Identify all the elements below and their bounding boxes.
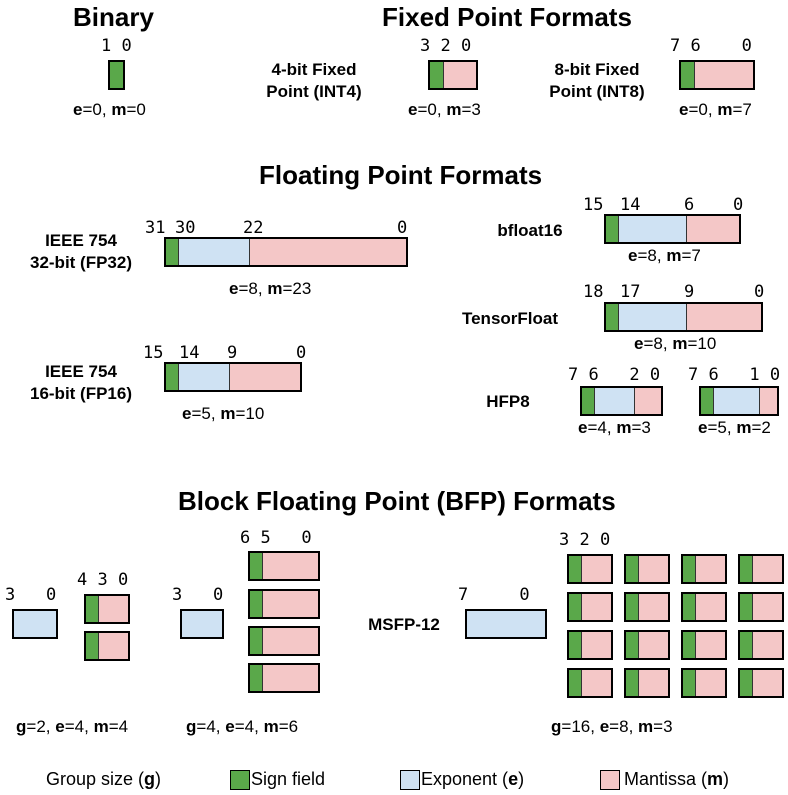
msfp12-mantissa <box>567 554 613 584</box>
msfp12-mantissa <box>738 592 784 622</box>
msfp12-mantissa <box>624 630 670 660</box>
fp32-bit-30: 30 <box>175 218 196 238</box>
hfp8-b-field <box>699 386 779 416</box>
tf32-bit-17: 17 <box>620 282 641 302</box>
fp32-bit-31: 31 <box>145 218 166 238</box>
fp16-caption: e=5, m=10 <box>182 404 265 423</box>
hfp8-b-bit-indices: 7 6 1 0 <box>688 365 781 385</box>
bfp-g4-mantissa <box>248 663 320 693</box>
msfp12-mantissa <box>567 630 613 660</box>
fp32-field <box>164 237 408 267</box>
fp16-bit-9: 9 <box>227 343 238 363</box>
msfp12-man-bit-indices: 3 2 0 <box>559 530 611 550</box>
hfp8-a-field <box>580 386 663 416</box>
bfloat16-label: bfloat16 <box>497 221 563 240</box>
legend-exponent-swatch <box>400 770 420 790</box>
msfp12-mantissa <box>738 554 784 584</box>
bfp-g2-mantissa <box>84 631 130 661</box>
msfp12-mantissa <box>681 554 727 584</box>
msfp12-mantissa <box>624 668 670 698</box>
bfloat16-bit-6: 6 <box>684 195 695 215</box>
hfp8-label: HFP8 <box>486 392 530 411</box>
fp16-bit-15: 15 <box>143 343 164 363</box>
legend-exponent-label: Exponent (e) <box>421 769 525 789</box>
legend-mantissa-label: Mantissa (m) <box>624 769 730 789</box>
legend-mantissa-swatch <box>600 770 620 790</box>
int8-caption: e=0, m=7 <box>679 100 752 119</box>
fp32-bit-0: 0 <box>397 218 408 238</box>
tf32-bit-9: 9 <box>684 282 695 302</box>
msfp12-mantissa <box>681 592 727 622</box>
bfp-g4-man-bit-indices: 6 5 0 <box>240 528 312 548</box>
fp32-bit-22: 22 <box>243 218 264 238</box>
bfp-g4-caption: g=4, e=4, m=6 <box>186 717 299 736</box>
int8-field <box>679 60 755 90</box>
msfp12-mantissa <box>738 630 784 660</box>
fp16-bit-14: 14 <box>179 343 200 363</box>
legend-sign-label: Sign field <box>251 769 326 789</box>
msfp12-mantissa <box>624 592 670 622</box>
msfp12-shared-exponent <box>465 609 547 639</box>
bfp-g4-exp-bit-indices: 3 0 <box>172 585 224 605</box>
bfloat16-bit-0: 0 <box>733 195 744 215</box>
bfp-g4-shared-exponent <box>180 609 224 639</box>
msfp12-mantissa <box>738 668 784 698</box>
legend-group-size: Group size (g) <box>46 769 162 789</box>
tf32-bit-0: 0 <box>754 282 765 302</box>
bfp-g4-mantissa <box>248 551 320 581</box>
int8-bit-indices: 7 6 0 <box>670 36 752 56</box>
title-binary: Binary <box>73 2 154 32</box>
bfp-g2-exp-bit-indices: 3 0 <box>5 585 57 605</box>
msfp12-mantissa <box>624 554 670 584</box>
msfp12-mantissa <box>567 592 613 622</box>
hfp8-a-caption: e=4, m=3 <box>578 418 651 437</box>
fp32-caption: e=8, m=23 <box>229 279 312 298</box>
hfp8-a-bit-indices: 7 6 2 0 <box>568 365 661 385</box>
msfp12-label: MSFP-12 <box>368 615 440 634</box>
bfp-g2-mantissa <box>84 594 130 624</box>
int4-caption: e=0, m=3 <box>408 100 481 119</box>
binary-caption: e=0, m=0 <box>73 100 146 119</box>
tensorfloat-field <box>604 302 763 332</box>
tf32-bit-18: 18 <box>583 282 604 302</box>
int4-bit-indices: 3 2 0 <box>420 36 472 56</box>
msfp12-mantissa <box>567 668 613 698</box>
fp16-field <box>164 362 302 392</box>
msfp12-mantissa <box>681 668 727 698</box>
binary-field <box>108 60 125 90</box>
bfp-g4-mantissa <box>248 626 320 656</box>
fp16-bit-0: 0 <box>296 343 307 363</box>
hfp8-b-caption: e=5, m=2 <box>698 418 771 437</box>
bfloat16-bit-15: 15 <box>583 195 604 215</box>
tensorfloat-label: TensorFloat <box>461 309 559 328</box>
msfp12-exp-bit-indices: 7 0 <box>458 585 530 605</box>
title-fixed-point: Fixed Point Formats <box>382 2 632 32</box>
legend-sign-swatch <box>230 770 250 790</box>
tensorfloat-caption: e=8, m=10 <box>634 334 717 353</box>
bfp-g4-mantissa <box>248 589 320 619</box>
bfloat16-bit-14: 14 <box>620 195 641 215</box>
bfloat16-field <box>604 214 741 244</box>
bfp-g2-caption: g=2, e=4, m=4 <box>16 717 129 736</box>
binary-bit-indices: 1 0 <box>101 36 132 56</box>
bfloat16-caption: e=8, m=7 <box>628 246 701 265</box>
msfp12-caption: g=16, e=8, m=3 <box>551 717 673 736</box>
title-bfp: Block Floating Point (BFP) Formats <box>178 486 616 516</box>
bfp-g2-man-bit-indices: 4 3 0 <box>77 570 129 590</box>
msfp12-mantissa <box>681 630 727 660</box>
title-floating-point: Floating Point Formats <box>259 160 543 190</box>
int4-field <box>428 60 478 90</box>
bfp-g2-shared-exponent <box>12 609 58 639</box>
